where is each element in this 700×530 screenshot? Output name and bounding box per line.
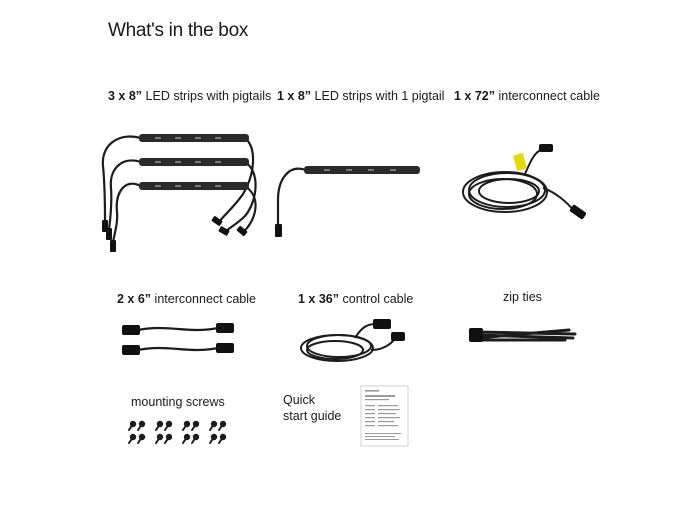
control-36-image [295, 310, 410, 370]
caption-interconnect-72: 1 x 72” interconnect cable [454, 89, 600, 103]
desc-interconnect-72: interconnect cable [495, 89, 600, 103]
desc-led-strip-single: LED strips with 1 pigtail [311, 89, 445, 103]
quick-start-line1: Quick [283, 393, 315, 407]
desc-interconnect-6: interconnect cable [151, 292, 256, 306]
desc-control-36: control cable [339, 292, 414, 306]
caption-quick-start: Quick start guide [283, 392, 341, 424]
caption-control-36: 1 x 36” control cable [298, 292, 413, 306]
led-strips-pigtails-image [95, 118, 265, 258]
qty-interconnect-72: 1 x 72” [454, 89, 496, 103]
interconnect-72-image [455, 130, 595, 235]
caption-interconnect-6: 2 x 6” interconnect cable [117, 292, 256, 306]
quick-start-guide-image [360, 385, 410, 448]
caption-zip-ties: zip ties [503, 290, 542, 304]
mounting-screws-image [125, 418, 230, 448]
qty-led-strips-pigtails: 3 x 8” [108, 89, 143, 103]
qty-control-36: 1 x 36” [298, 292, 340, 306]
zip-ties-image [465, 320, 580, 350]
qty-interconnect-6: 2 x 6” [117, 292, 152, 306]
qty-led-strip-single: 1 x 8” [277, 89, 312, 103]
desc-led-strips-pigtails: LED strips with pigtails [142, 89, 272, 103]
led-strip-single-image [270, 150, 425, 240]
caption-led-strips-pigtails: 3 x 8” LED strips with pigtails [108, 89, 271, 103]
caption-led-strip-single: 1 x 8” LED strips with 1 pigtail [277, 89, 444, 103]
caption-mounting-screws: mounting screws [131, 395, 225, 409]
interconnect-6-image [118, 318, 248, 363]
quick-start-line2: start guide [283, 409, 342, 423]
page-title: What's in the box [108, 20, 249, 41]
